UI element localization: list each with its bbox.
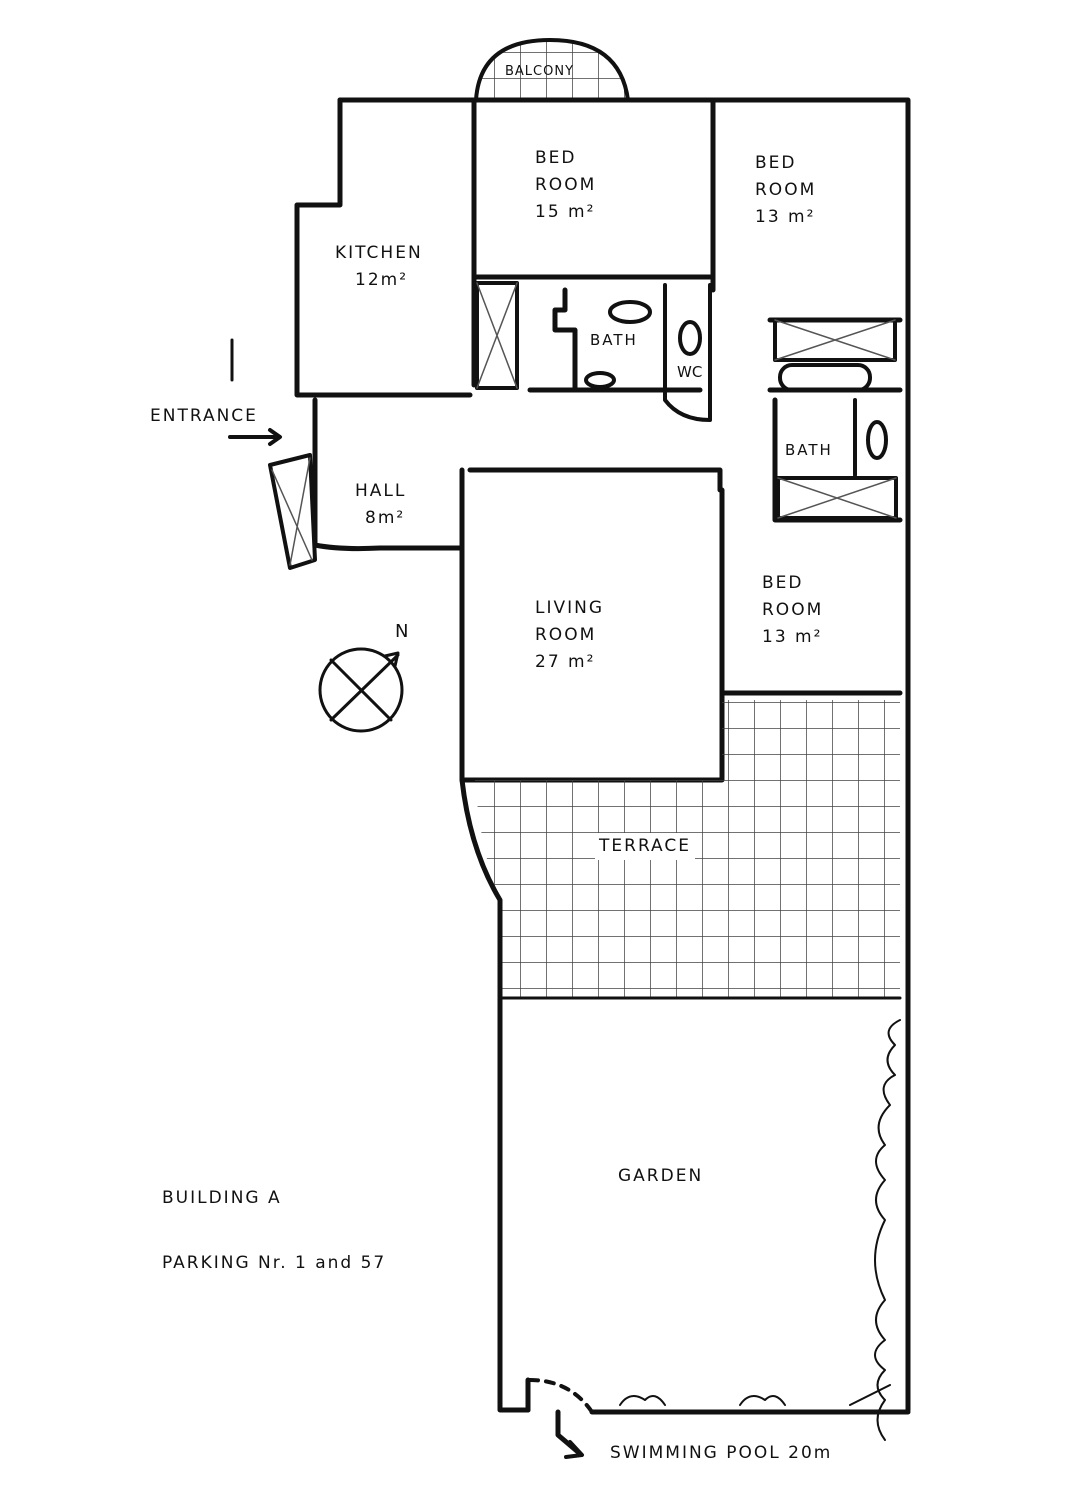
entrance-arrow [228,428,282,446]
label-living-room: LIVING ROOM 27 m² [535,598,605,673]
toilet-icon [678,320,702,356]
label-bedroom-2: BED ROOM 13 m² [755,153,817,228]
shower-icon [866,420,888,460]
outer-wall-kitchen [294,97,343,398]
label-bedroom-3: BED ROOM 13 m² [762,573,824,648]
label-kitchen: KITCHEN 12m² [335,243,423,291]
note-parking: PARKING Nr. 1 and 57 [162,1253,387,1273]
label-bedroom-1: BED ROOM 15 m² [535,148,597,223]
wall-terrace-left [459,777,531,1413]
label-wc: WC [677,363,703,381]
wardrobe-3 [776,476,898,520]
note-swimming-pool: SWIMMING POOL 20m [610,1443,833,1463]
label-balcony: BALCONY [505,64,575,79]
outer-wall-right [337,97,911,1413]
wardrobe-2 [773,318,897,362]
label-entrance: ENTRANCE [150,406,258,426]
label-bath-1: BATH [590,331,638,349]
note-building: BUILDING A [162,1188,282,1208]
label-hall: HALL 8m² [355,481,407,529]
garden-gate [528,1378,594,1414]
sink-icon [608,300,652,324]
bathtub-icon [778,363,872,392]
compass-north-label: N [395,621,411,642]
wall-hall [312,452,465,552]
balcony [474,38,630,102]
label-terrace: TERRACE [595,833,696,861]
label-bath-2: BATH [785,441,833,459]
entrance-closet [268,453,317,570]
wall-wc [663,283,712,422]
wardrobe-1 [475,281,519,390]
compass-icon [318,647,404,733]
shrubs [619,1019,901,1441]
basin-icon [584,371,616,389]
label-garden: GARDEN [618,1166,704,1186]
